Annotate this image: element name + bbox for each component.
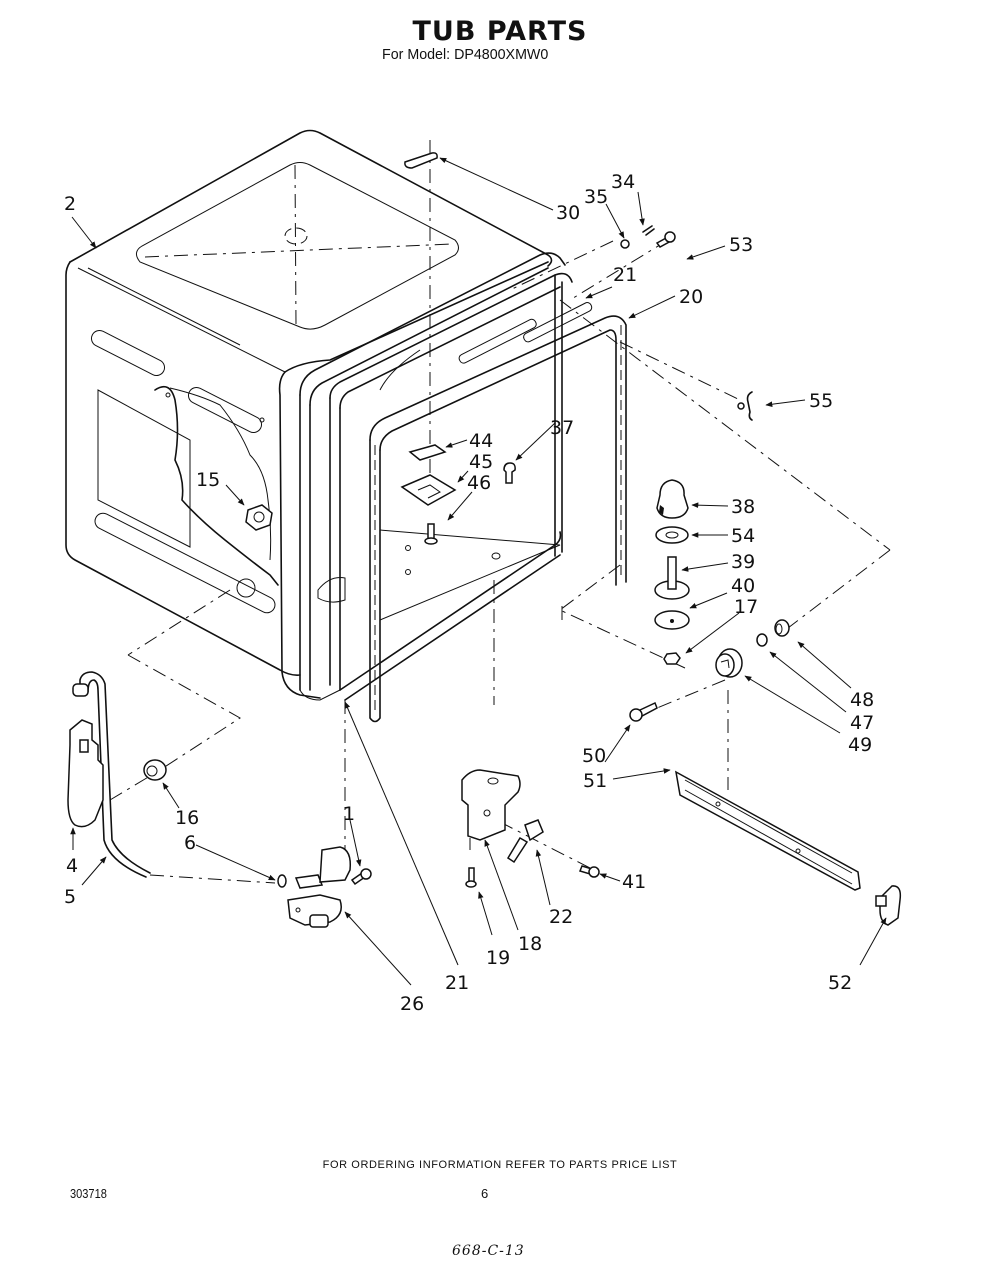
part-55-bracket (737, 391, 753, 421)
callout-55: 55 (809, 390, 833, 412)
part-4-vent (67, 719, 104, 828)
part-19-screw (465, 867, 477, 888)
part-35-nut (620, 239, 630, 249)
callout-17: 17 (734, 596, 758, 618)
part-50-screw (629, 701, 658, 722)
part-34-clip (642, 225, 655, 236)
part-37-clip (503, 462, 516, 484)
callout-45: 45 (469, 451, 493, 473)
callout-50: 50 (582, 745, 606, 767)
assembly-guide-lines (109, 140, 891, 884)
callout-41: 41 (622, 871, 646, 893)
part-15-nut (245, 504, 273, 531)
callout-47: 47 (850, 712, 874, 734)
document-number: 303718 (70, 1186, 107, 1201)
callout-5: 5 (64, 886, 76, 908)
part-38-cap (656, 479, 689, 519)
callout-40: 40 (731, 575, 755, 597)
callout-21-bottom: 21 (445, 972, 469, 994)
callout-15: 15 (196, 469, 220, 491)
part-48-bushing (774, 619, 790, 637)
callout-21-top: 21 (613, 264, 637, 286)
part-18-bracket (461, 769, 521, 841)
part-17-nut (663, 652, 681, 665)
callout-18: 18 (518, 933, 542, 955)
callout-4: 4 (66, 855, 78, 877)
callout-20: 20 (679, 286, 703, 308)
part-40-plate (654, 610, 690, 630)
callout-49: 49 (848, 734, 872, 756)
part-53-screw (655, 231, 676, 248)
callout-38: 38 (731, 496, 755, 518)
tub-body (65, 129, 553, 699)
part-41-screw (578, 865, 600, 878)
callout-16: 16 (175, 807, 199, 829)
part-16-grommet (143, 759, 167, 781)
callout-leaders (70, 157, 887, 986)
part-54-washer (655, 526, 689, 544)
part-46-screw (424, 523, 438, 545)
part-26-valve (287, 846, 352, 928)
page-title: TUB PARTS (412, 16, 588, 47)
callout-54: 54 (731, 525, 755, 547)
callout-1: 1 (343, 803, 355, 825)
callout-39: 39 (731, 551, 755, 573)
callout-35: 35 (584, 186, 608, 208)
part-39-stud (654, 556, 690, 600)
page-number: 6 (481, 1186, 489, 1201)
part-1-screw (350, 868, 372, 886)
part-30-clip (404, 152, 438, 169)
callout-labels: 2 30 35 34 53 21 20 55 37 44 45 46 15 38… (64, 171, 874, 1015)
callout-6: 6 (184, 832, 196, 854)
part-45-bracket (400, 474, 457, 506)
callout-34: 34 (611, 171, 635, 193)
callout-51: 51 (583, 770, 607, 792)
part-51-rail (674, 770, 861, 891)
callout-48: 48 (850, 689, 874, 711)
callout-30: 30 (556, 202, 580, 224)
part-44-plate (408, 444, 447, 461)
callout-53: 53 (729, 234, 753, 256)
callout-2: 2 (64, 193, 76, 215)
callout-22: 22 (549, 906, 573, 928)
part-52-end-cap (875, 885, 902, 926)
callout-52: 52 (828, 972, 852, 994)
callout-37: 37 (550, 417, 574, 439)
callout-26: 26 (400, 993, 424, 1015)
part-47-spacer (756, 633, 768, 647)
part-5-hose (72, 671, 151, 878)
callout-44: 44 (469, 430, 493, 452)
model-subtitle: For Model: DP4800XMW0 (382, 46, 549, 63)
door-frame-seals (299, 252, 627, 723)
handwritten-code: 668-C-13 (452, 1243, 525, 1259)
ordering-note: FOR ORDERING INFORMATION REFER TO PARTS … (322, 1159, 678, 1171)
part-6-oring (277, 874, 287, 888)
part-49-wheel (715, 648, 743, 678)
callout-19: 19 (486, 947, 510, 969)
part-22-switch (506, 819, 544, 864)
callout-46: 46 (467, 472, 491, 494)
